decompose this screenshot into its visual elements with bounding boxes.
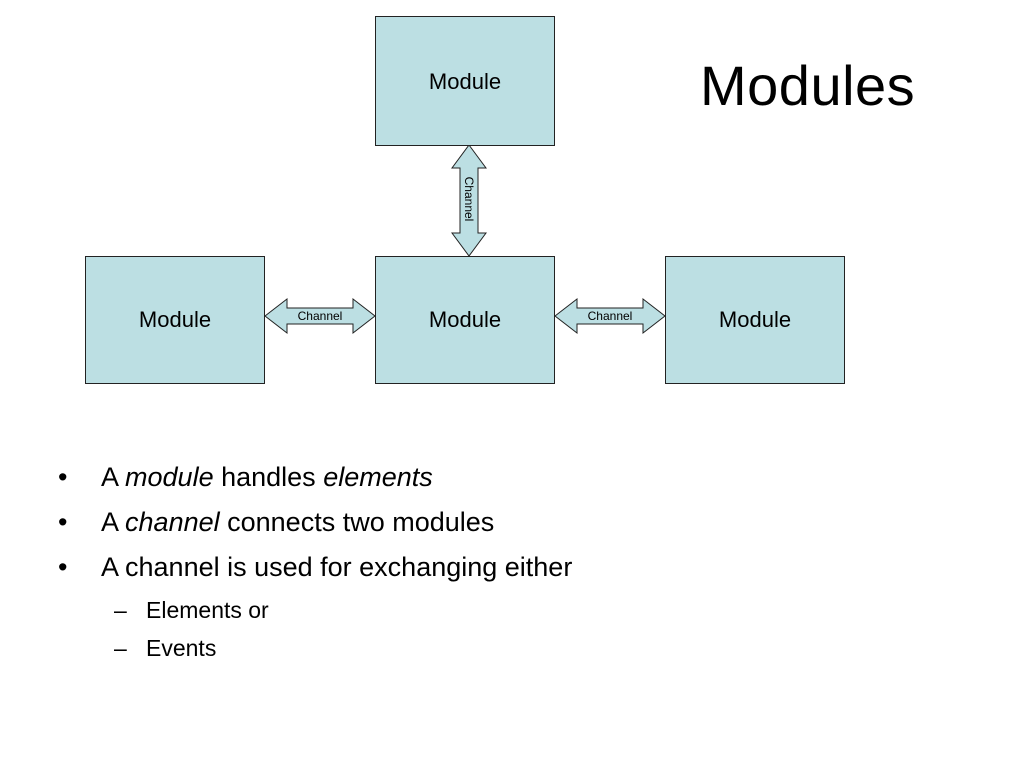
module-label-left: Module	[138, 307, 212, 332]
bullet-list: • A module handles elements • A channel …	[58, 464, 572, 675]
sub-bullet-item-2: – Events	[58, 637, 572, 675]
channel-label-vertical: Channel	[462, 176, 476, 222]
bullet-text: A channel is used for exchanging either	[101, 552, 573, 582]
module-box-top: Module	[375, 16, 555, 146]
module-box-center: Module	[375, 256, 555, 384]
module-box-right: Module	[665, 256, 845, 384]
sub-bullet-marker: –	[114, 597, 127, 623]
bullet-emphasis: channel	[125, 507, 220, 537]
sub-bullet-marker: –	[114, 635, 127, 661]
bullet-item-2: • A channel connects two modules	[58, 509, 572, 554]
slide-title: Modules	[700, 54, 916, 117]
bullet-emphasis: elements	[323, 462, 433, 492]
module-label-top: Module	[428, 69, 502, 94]
module-box-left: Module	[85, 256, 265, 384]
sub-bullet-item-1: – Elements or	[58, 599, 572, 637]
bullet-item-3: • A channel is used for exchanging eithe…	[58, 554, 572, 599]
bullet-text: A	[101, 507, 126, 537]
bullet-emphasis: module	[125, 462, 214, 492]
channel-label-right: Channel	[587, 309, 633, 323]
bullet-marker: •	[58, 552, 68, 582]
sub-bullet-text: Elements or	[146, 597, 269, 623]
bullet-marker: •	[58, 507, 68, 537]
channel-label-left: Channel	[297, 309, 343, 323]
bullet-text: connects two modules	[219, 507, 495, 537]
bullet-text: A	[101, 462, 126, 492]
bullet-item-1: • A module handles elements	[58, 464, 572, 509]
module-label-center: Module	[428, 307, 502, 332]
bullet-marker: •	[58, 462, 68, 492]
bullet-text: handles	[213, 462, 324, 492]
module-label-right: Module	[718, 307, 792, 332]
sub-bullet-text: Events	[146, 635, 217, 661]
